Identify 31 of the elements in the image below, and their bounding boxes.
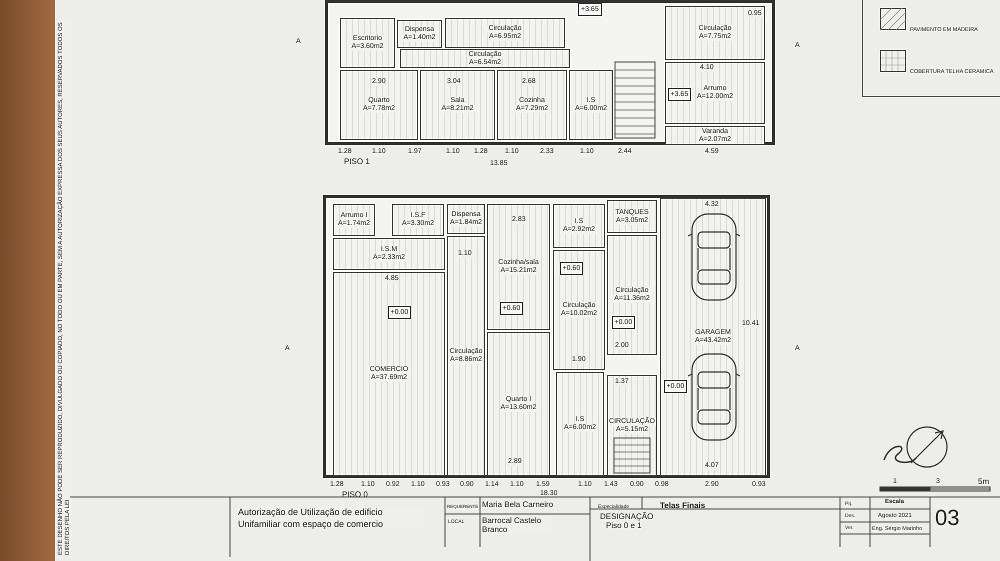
- room: [487, 332, 550, 476]
- room: [556, 372, 604, 476]
- room: [333, 238, 445, 270]
- room: [553, 204, 605, 248]
- room: [607, 375, 657, 476]
- room: [665, 62, 765, 124]
- room: [497, 70, 567, 140]
- room: [447, 236, 485, 476]
- room: [340, 70, 418, 140]
- room: [445, 18, 565, 48]
- field-label: DESIGNAÇÃO: [600, 513, 654, 521]
- room: [340, 18, 395, 68]
- room: [333, 204, 375, 236]
- room: [392, 204, 444, 236]
- room: [607, 200, 657, 233]
- room: [447, 204, 485, 234]
- scale-number: 5m: [978, 478, 990, 486]
- room: [487, 204, 550, 330]
- designation-text: Piso 0 e 1: [606, 522, 642, 530]
- room: [660, 198, 766, 476]
- room: [333, 272, 445, 476]
- floor-label: PISO 1: [344, 157, 370, 166]
- room: [665, 126, 765, 145]
- room: [553, 250, 605, 370]
- room: [607, 235, 657, 355]
- room: [397, 20, 442, 48]
- applicant-name: Maria Bela Carneiro: [482, 501, 554, 509]
- room: [569, 70, 613, 140]
- room: [420, 70, 495, 140]
- room: [400, 49, 570, 68]
- room: [665, 6, 765, 60]
